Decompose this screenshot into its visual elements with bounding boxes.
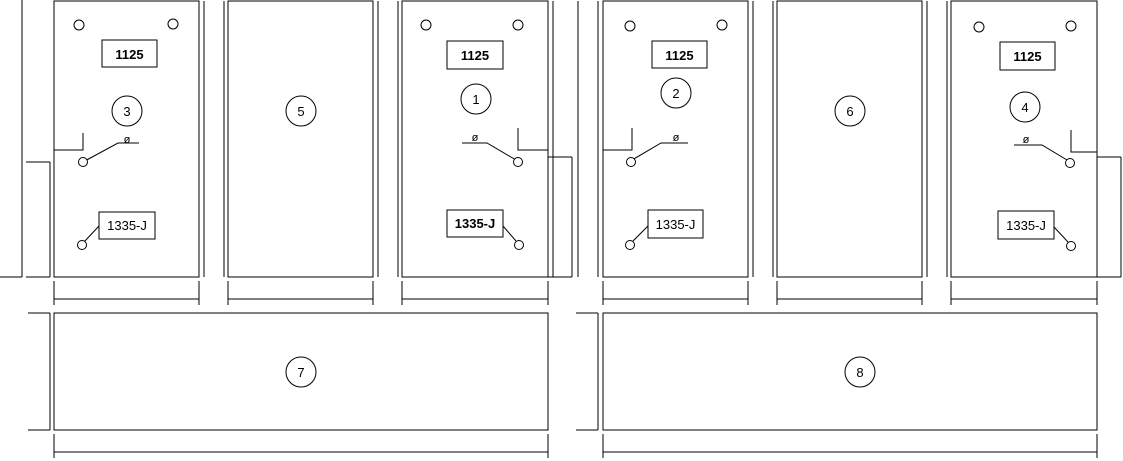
callout-circle: [844, 356, 876, 388]
latch-line: [1070, 130, 1097, 153]
callout-number: 8: [856, 365, 863, 380]
mounting-hole-icon: [73, 19, 85, 31]
lock-symbol: ø: [673, 132, 680, 144]
leader-line: [1053, 226, 1069, 243]
mounting-hole-icon: [420, 19, 432, 31]
model-label-box: [101, 39, 158, 68]
part-label: 1335-J: [455, 216, 495, 231]
callout-number: 1: [472, 92, 479, 107]
hinge-handle-line: [1014, 144, 1068, 161]
callout-number: 3: [123, 104, 130, 119]
callout-circle: [660, 77, 692, 109]
mounting-hole-icon: [1065, 20, 1077, 32]
part-label-box: [647, 209, 704, 239]
part-label: 1335-J: [656, 217, 696, 232]
mounting-hole-icon: [716, 19, 728, 31]
callout-number: 2: [672, 86, 679, 101]
part-label-box: [446, 209, 504, 238]
door-panel-1: 1125 1 ø 1335-J: [401, 0, 549, 278]
lock-symbol: ø: [124, 134, 131, 146]
hinge-handle-line: [631, 142, 688, 161]
callout-circle: [111, 95, 143, 127]
leader-line: [83, 225, 100, 243]
callout-circle: [285, 95, 317, 127]
mounting-hole-icon: [973, 21, 985, 33]
latch-knob-icon: [1065, 158, 1075, 168]
lock-symbol: ø: [1023, 134, 1030, 146]
part-label-box: [98, 211, 156, 240]
model-label-box: [446, 40, 504, 70]
callout-number: 5: [297, 104, 304, 119]
door-panel-4: 1125 4 ø 1335-J: [950, 0, 1098, 278]
knob-icon: [514, 240, 524, 250]
callout-circle: [1009, 91, 1041, 123]
knob-icon: [1066, 241, 1076, 251]
door-panel-6: 6: [776, 0, 923, 278]
latch-line: [54, 133, 84, 151]
drawer-panel-7: 7: [53, 312, 549, 431]
leader-line: [632, 225, 649, 242]
drawer-panel-8: 8: [602, 312, 1098, 431]
mounting-hole-icon: [167, 18, 179, 30]
latch-line: [517, 128, 548, 151]
hinge-handle-line: [462, 142, 517, 161]
knob-icon: [77, 240, 87, 250]
callout-number: 6: [846, 104, 853, 119]
callout-circle: [834, 95, 866, 127]
callout-number: 7: [297, 365, 304, 380]
door-panel-5: 5: [227, 0, 374, 278]
part-label: 1335-J: [107, 218, 147, 233]
mounting-hole-icon: [512, 19, 524, 31]
mounting-hole-icon: [624, 20, 636, 32]
part-label-box: [997, 210, 1055, 240]
leader-line: [502, 225, 517, 242]
callout-number: 4: [1021, 100, 1028, 115]
callout-circle: [285, 356, 317, 388]
latch-knob-icon: [78, 157, 88, 167]
hinge-handle-line: [82, 142, 139, 163]
model-label-box: [999, 41, 1056, 71]
model-label: 1125: [1013, 49, 1041, 64]
model-label: 1125: [665, 48, 693, 63]
part-label: 1335-J: [1006, 218, 1046, 233]
lock-symbol: ø: [472, 132, 479, 144]
door-panel-3: 1125 3 ø 1335-J: [53, 0, 200, 278]
model-label: 1125: [461, 48, 489, 63]
latch-knob-icon: [513, 157, 523, 167]
door-panel-2: 1125 2 ø 1335-J: [602, 0, 749, 278]
latch-knob-icon: [626, 157, 636, 167]
latch-line: [603, 128, 633, 151]
model-label-box: [651, 40, 708, 69]
callout-circle: [460, 83, 492, 115]
knob-icon: [625, 240, 635, 250]
model-label: 1125: [115, 47, 143, 62]
